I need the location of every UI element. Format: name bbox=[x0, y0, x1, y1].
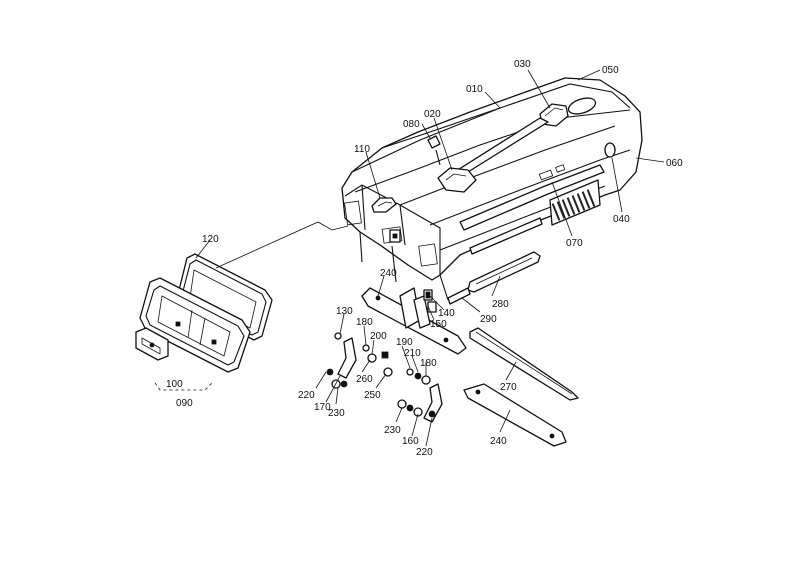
callout-010: 010 bbox=[466, 84, 483, 95]
callout-170: 170 bbox=[314, 402, 331, 413]
callout-220-b: 220 bbox=[416, 447, 433, 458]
callout-230-a: 230 bbox=[328, 408, 345, 419]
callout-190: 190 bbox=[396, 337, 413, 348]
side-rail bbox=[467, 251, 541, 293]
callout-140: 140 bbox=[438, 308, 455, 319]
callout-050: 050 bbox=[602, 65, 619, 76]
callout-250: 250 bbox=[364, 390, 381, 401]
callout-270: 270 bbox=[500, 382, 517, 393]
callout-090: 090 bbox=[176, 398, 193, 409]
callout-040: 040 bbox=[613, 214, 630, 225]
callout-260: 260 bbox=[356, 374, 373, 385]
callout-130: 130 bbox=[336, 306, 353, 317]
callout-100: 100 bbox=[166, 379, 183, 390]
callout-060: 060 bbox=[666, 158, 683, 169]
callout-150: 150 bbox=[430, 319, 447, 330]
callout-110: 110 bbox=[354, 144, 370, 155]
callout-160: 160 bbox=[402, 436, 419, 447]
mounting-hardware bbox=[326, 251, 579, 447]
callout-070: 070 bbox=[566, 238, 583, 249]
callout-200: 200 bbox=[370, 331, 387, 342]
callout-labels: 010 020 030 040 050 060 070 080 090 100 … bbox=[166, 59, 683, 458]
callout-080: 080 bbox=[403, 119, 420, 130]
callout-220-a: 220 bbox=[298, 390, 315, 401]
callout-180-a: 180 bbox=[356, 317, 373, 328]
callout-210: 210 bbox=[404, 348, 421, 359]
bracket-plate-lower bbox=[463, 383, 567, 447]
callout-280: 280 bbox=[492, 299, 509, 310]
callout-030: 030 bbox=[514, 59, 531, 70]
hood-assembly bbox=[341, 77, 643, 301]
callout-120: 120 bbox=[202, 234, 219, 245]
callout-230-b: 230 bbox=[384, 425, 401, 436]
callout-180-b: 180 bbox=[420, 358, 437, 369]
leader-lines bbox=[195, 69, 665, 447]
callout-240-a: 240 bbox=[380, 268, 397, 279]
hood-panel bbox=[341, 77, 643, 281]
callout-240-b: 240 bbox=[490, 436, 507, 447]
callout-020: 020 bbox=[424, 109, 441, 120]
front-grille bbox=[135, 277, 251, 391]
hood-scoop bbox=[437, 167, 477, 193]
callout-290: 290 bbox=[480, 314, 497, 325]
